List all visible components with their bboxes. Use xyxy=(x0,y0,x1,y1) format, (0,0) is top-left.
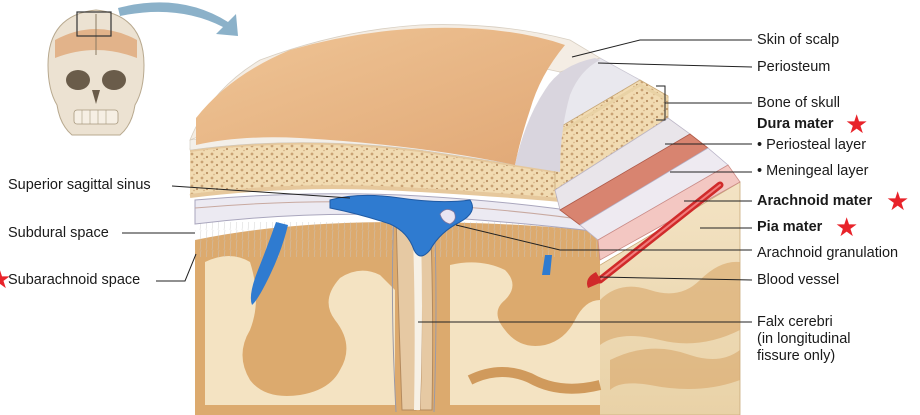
label-blood-vessel: Blood vessel xyxy=(757,272,840,288)
star-icon: ★ xyxy=(0,266,11,292)
superior-sagittal-sinus-shape xyxy=(329,194,473,257)
layer-steps xyxy=(554,57,741,288)
label-falx-cerebri-line3: fissure only) xyxy=(757,348,836,364)
arrow-icon xyxy=(118,2,238,36)
star-icon: ★ xyxy=(835,212,859,242)
label-arachnoid-mater: Arachnoid mater xyxy=(757,193,873,209)
label-periosteal-layer: • Periosteal layer xyxy=(757,137,867,153)
label-subdural-space: Subdural space xyxy=(8,225,109,241)
arachnoid-granulation-shape xyxy=(439,209,456,225)
leader-lines xyxy=(122,39,753,323)
label-skin-of-scalp: Skin of scalp xyxy=(757,32,840,48)
cube-side xyxy=(557,181,741,415)
scalp-layer xyxy=(189,24,601,172)
label-arachnoid-granulation: Arachnoid granulation xyxy=(757,245,899,261)
star-icon: ★ xyxy=(886,186,910,216)
label-periosteum: Periosteum xyxy=(757,59,831,75)
star-icon: ★ xyxy=(845,109,869,139)
label-bone-of-skull: Bone of skull xyxy=(757,95,841,111)
veins xyxy=(250,222,552,305)
skull-thumbnail xyxy=(47,9,145,136)
label-subarachnoid-space: Subarachnoid space xyxy=(8,272,141,288)
label-falx-cerebri-line2: (in longitudinal xyxy=(757,331,851,347)
label-pia-mater: Pia mater xyxy=(757,219,823,235)
label-falx-cerebri: Falx cerebri xyxy=(757,314,833,330)
brain-front xyxy=(195,209,602,415)
label-superior-sagittal-sinus: Superior sagittal sinus xyxy=(8,177,151,193)
label-dura-mater: Dura mater xyxy=(757,116,834,132)
label-meningeal-layer: • Meningeal layer xyxy=(757,163,869,179)
